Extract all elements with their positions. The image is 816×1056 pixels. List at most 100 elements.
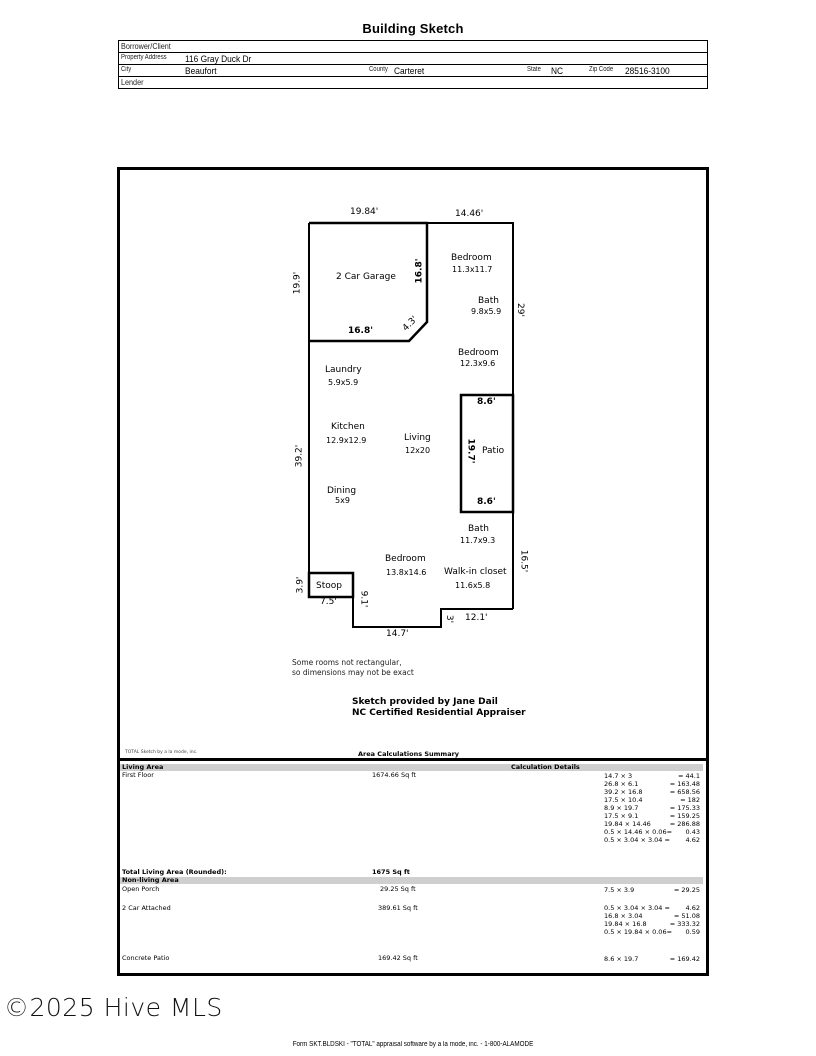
non-living-band — [120, 877, 703, 884]
house-outline — [427, 222, 514, 395]
living-area-band — [120, 764, 703, 771]
open-porch-value: 29.25 Sq ft — [380, 885, 416, 893]
room-bath2-name: Bath — [468, 524, 489, 534]
room-bedroom2-size: 12.3x9.6 — [460, 359, 496, 368]
address-label: Property Address — [121, 54, 167, 61]
room-bath1-name: Bath — [478, 296, 499, 306]
state-label: State — [527, 66, 541, 73]
room-bedroom3-name: Bedroom — [385, 554, 426, 564]
garage-value: 389.61 Sq ft — [378, 904, 418, 912]
living-area-label: Living Area — [122, 763, 164, 771]
calc-line: 17.5 × 9.1= 159.25 — [604, 812, 700, 820]
credit-line-1: Sketch provided by Jane Dail — [352, 697, 498, 707]
dim-left-main: 39.2' — [294, 444, 305, 468]
room-dining-name: Dining — [327, 486, 357, 496]
open-porch-label: Open Porch — [122, 885, 160, 893]
property-header-table: Borrower/Client Property Address 116 Gra… — [118, 40, 708, 89]
calc-line: 14.7 × 3= 44.1 — [604, 772, 700, 780]
zip-value: 28516-3100 — [625, 66, 670, 77]
dim-right-upper: 29' — [514, 303, 525, 317]
garage-outline — [309, 221, 429, 343]
county-label: County — [369, 66, 388, 73]
calc-line: 0.5 × 3.04 × 3.04 =4.62 — [604, 836, 700, 844]
city-row: City Beaufort County Carteret State NC Z… — [119, 65, 707, 77]
summary-divider — [117, 758, 709, 761]
patio-outline — [459, 393, 515, 514]
county-value: Carteret — [394, 66, 425, 77]
calc-line: 0.5 × 19.84 × 0.06=0.59 — [604, 928, 700, 936]
dim-patio-top: 8.6' — [477, 397, 496, 407]
note-line-1: Some rooms not rectangular, — [292, 658, 402, 667]
room-bedroom3-size: 13.8x14.6 — [386, 568, 427, 577]
summary-title: Area Calculations Summary — [358, 750, 460, 758]
dim-top-garage: 19.84' — [350, 207, 379, 217]
page-title: Building Sketch — [362, 21, 464, 36]
room-stoop-name: Stoop — [316, 581, 342, 591]
calc-line: 16.8 × 3.04= 51.08 — [604, 912, 700, 920]
non-living-label: Non-living Area — [122, 876, 179, 884]
dim-stoop-bottom: 7.5' — [320, 597, 337, 607]
calc-line: 17.5 × 10.4= 182 — [604, 796, 700, 804]
address-value: 116 Gray Duck Dr — [185, 54, 252, 65]
patio-label: Concrete Patio — [122, 954, 170, 962]
sketch-frame — [117, 167, 709, 976]
total-living-label: Total Living Area (Rounded): — [122, 868, 227, 876]
sketch-credit: Sketch provided by Jane Dail NC Certifie… — [352, 697, 526, 719]
room-bath1-size: 9.8x5.9 — [471, 307, 502, 316]
dim-patio-bottom: 8.6' — [477, 497, 496, 507]
garage-label: 2 Car Attached — [122, 904, 171, 912]
dim-stoop-side: 3.9' — [295, 576, 306, 594]
city-value: Beaufort — [185, 66, 217, 77]
room-living-name: Living — [404, 433, 431, 443]
calc-line: 19.84 × 14.46= 286.88 — [604, 820, 700, 828]
room-laundry-name: Laundry — [325, 365, 362, 375]
sketch-note: Some rooms not rectangular, so dimension… — [292, 658, 414, 678]
room-bath2-size: 11.7x9.3 — [460, 536, 496, 545]
form-footer: Form SKT.BLDSKI - "TOTAL" appraisal soft… — [292, 1041, 534, 1048]
open-porch-calcs: 7.5 × 3.9= 29.25 — [604, 886, 700, 894]
calc-line: 0.5 × 14.46 × 0.06=0.43 — [604, 828, 700, 836]
state-value: NC — [551, 66, 564, 77]
calc-details-label: Calculation Details — [511, 763, 580, 771]
room-bedroom1-size: 11.3x11.7 — [452, 265, 493, 274]
room-living-size: 12x20 — [405, 446, 431, 455]
dim-step-left: 9.1' — [358, 590, 369, 608]
room-laundry-size: 5.9x5.9 — [328, 378, 359, 387]
dim-bottom: 14.7' — [386, 629, 409, 639]
dim-garage-bottom: 16.8' — [348, 326, 373, 336]
calc-line: 8.9 × 19.7= 175.33 — [604, 804, 700, 812]
watermark: ©2025 Hive MLS — [4, 993, 223, 1022]
room-kitchen-name: Kitchen — [331, 422, 365, 432]
garage-calcs: 0.5 × 3.04 × 3.04 =4.62 16.8 × 3.04= 51.… — [604, 904, 700, 936]
borrower-label: Borrower/Client — [121, 41, 171, 51]
dim-garage-left: 19.9' — [292, 271, 303, 295]
total-living-value: 1675 Sq ft — [372, 868, 410, 876]
stoop-outline — [307, 571, 355, 599]
zip-label: Zip Code — [589, 66, 614, 73]
calc-line: 19.84 × 16.8= 333.32 — [604, 920, 700, 928]
note-line-2: so dimensions may not be exact — [292, 668, 414, 677]
calc-line: 7.5 × 3.9= 29.25 — [604, 886, 700, 894]
software-tag: TOTAL Sketch by a la mode, inc. — [125, 750, 198, 755]
address-row: Property Address 116 Gray Duck Dr — [119, 53, 707, 65]
calc-line: 39.2 × 16.8= 658.56 — [604, 788, 700, 796]
first-floor-calcs: 14.7 × 3= 44.1 26.8 × 6.1= 163.48 39.2 ×… — [604, 772, 700, 844]
room-bedroom2-name: Bedroom — [458, 348, 499, 358]
borrower-row: Borrower/Client — [119, 41, 707, 53]
first-floor-label: First Floor — [122, 771, 154, 779]
patio-value: 169.42 Sq ft — [378, 954, 418, 962]
lender-label: Lender — [121, 77, 144, 87]
room-patio-name: Patio — [482, 446, 505, 456]
dim-bottom-right: 12.1' — [465, 613, 488, 623]
credit-line-2: NC Certified Residential Appraiser — [352, 708, 526, 718]
calc-line: 0.5 × 3.04 × 3.04 =4.62 — [604, 904, 700, 912]
first-floor-value: 1674.66 Sq ft — [372, 771, 416, 779]
dim-right-lower: 16.5' — [518, 549, 529, 573]
room-closet-name: Walk-in closet — [444, 567, 507, 577]
dim-garage-inner: 16.8' — [414, 258, 425, 284]
dim-top-house: 14.46' — [455, 209, 484, 219]
calc-line: 26.8 × 6.1= 163.48 — [604, 780, 700, 788]
room-closet-size: 11.6x5.8 — [455, 581, 491, 590]
patio-calcs: 8.6 × 19.7= 169.42 — [604, 955, 700, 963]
